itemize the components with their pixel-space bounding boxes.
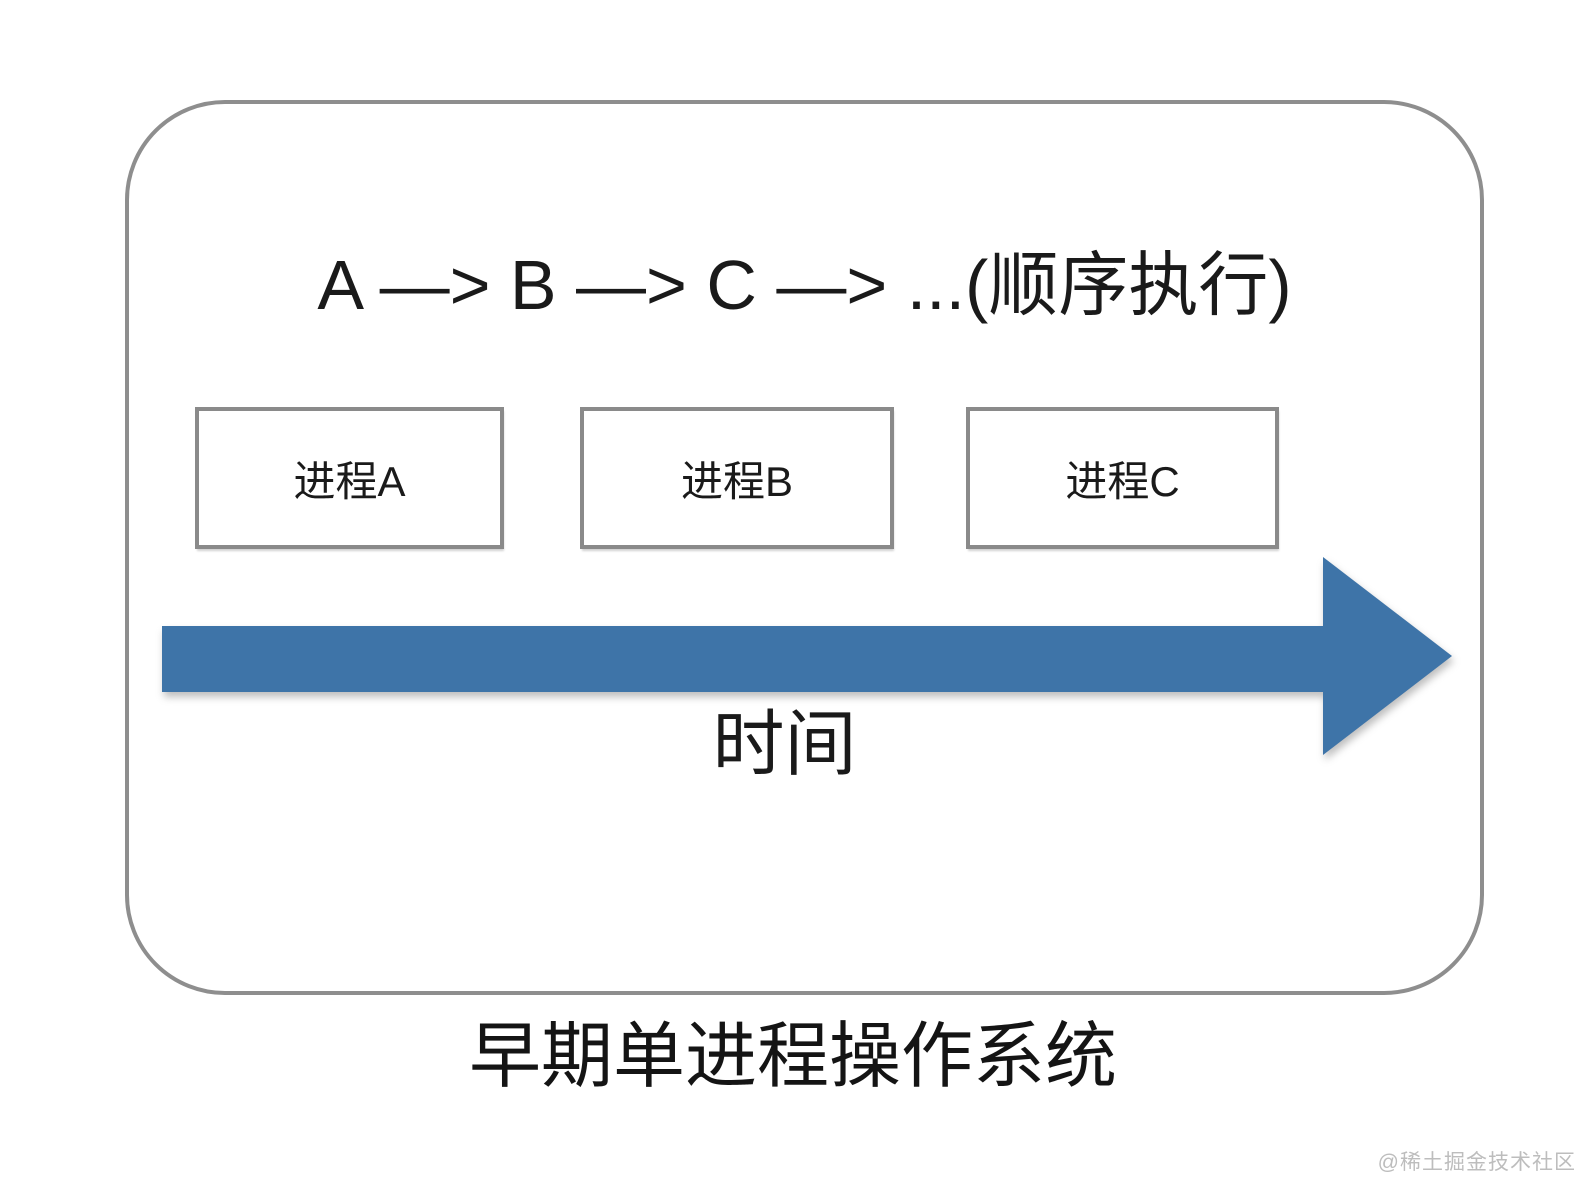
process-box-c-label: 进程C [1065,457,1180,505]
timeline-arrow [162,557,1452,755]
os-container-frame: A —> B —> C —> ...(顺序执行) 进程A 进程B 进程C 时间 [125,100,1484,995]
process-box-b: 进程B [580,407,894,549]
diagram-caption: 早期单进程操作系统 [468,1017,1117,1097]
timeline-arrow-shaft [162,626,1323,692]
time-axis-label: 时间 [712,705,857,785]
sequence-execution-text: A —> B —> C —> ...(顺序执行) [317,246,1292,324]
watermark-text: @稀土掘金技术社区 [1377,1151,1576,1174]
process-box-c: 进程C [966,407,1279,549]
process-box-a: 进程A [195,407,504,549]
process-box-a-label: 进程A [293,457,406,505]
timeline-arrow-head-icon [1323,557,1452,755]
process-box-b-label: 进程B [680,457,793,505]
